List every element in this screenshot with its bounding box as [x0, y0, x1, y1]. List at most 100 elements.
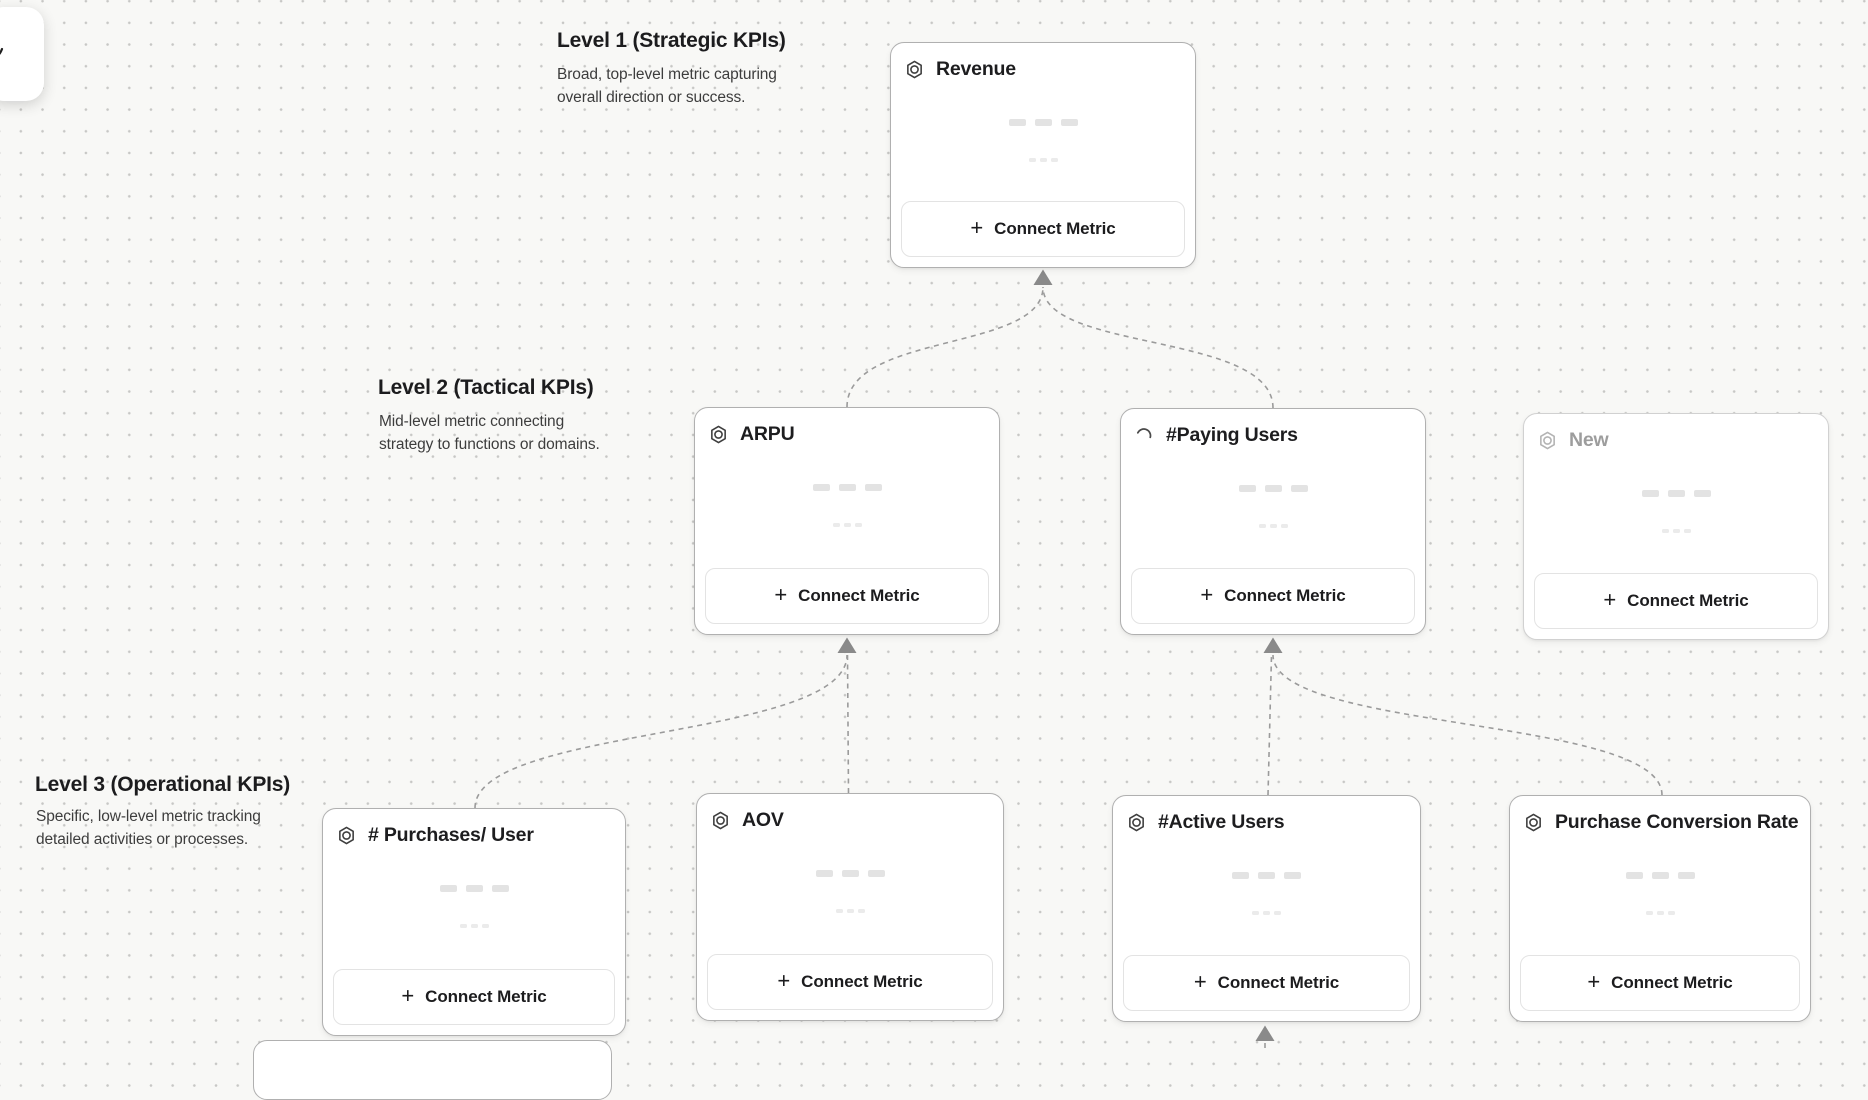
metric-card-purchases-per-user[interactable]: # Purchases/ User + Connect Metric: [322, 808, 626, 1036]
skeleton-dash: [1028, 158, 1036, 162]
plus-icon: +: [777, 968, 791, 993]
skeleton-placeholder: [1524, 490, 1828, 533]
metric-card-arpu[interactable]: ARPU + Connect Metric: [694, 407, 1000, 635]
skeleton-dash: [1667, 911, 1675, 915]
skeleton-dash: [1263, 911, 1270, 915]
skeleton-dash: [459, 924, 467, 928]
connect-metric-button[interactable]: + Connect Metric: [1131, 568, 1415, 624]
draw-tool-icon: [0, 47, 4, 55]
hexagon-target-icon: [1129, 813, 1144, 832]
skeleton-dash: [854, 523, 862, 527]
skeleton-placeholder: [323, 885, 625, 928]
card-title: ARPU: [740, 423, 795, 445]
hexagon-target-icon: [711, 425, 726, 444]
skeleton-dash: [1269, 524, 1277, 528]
connect-metric-label: Connect Metric: [798, 586, 920, 605]
skeleton-pill: [465, 885, 483, 892]
connector-arpu-to-revenue: [846, 286, 1044, 408]
connect-metric-label: Connect Metric: [1224, 586, 1346, 605]
connect-metric-button[interactable]: + Connect Metric: [1534, 573, 1818, 629]
metric-card-aov[interactable]: AOV + Connect Metric: [696, 793, 1004, 1021]
skeleton-pill: [1667, 490, 1685, 497]
skeleton-dash: [1039, 158, 1047, 162]
skeleton-pill: [1625, 872, 1643, 879]
skeleton-pill: [1677, 872, 1695, 879]
hexagon-target-icon: [1540, 431, 1555, 450]
skeleton-dash: [857, 909, 865, 913]
floating-toolbar-button[interactable]: [0, 7, 44, 101]
card-title: #Paying Users: [1166, 424, 1298, 446]
connect-metric-button[interactable]: + Connect Metric: [1123, 955, 1410, 1011]
arrowhead-into-payingusers: [1263, 637, 1283, 653]
skeleton-dash: [832, 523, 840, 527]
card-header: #Paying Users: [1134, 424, 1298, 447]
connect-metric-label: Connect Metric: [425, 987, 547, 1006]
skeleton-dash: [1672, 529, 1680, 533]
level1-title: Level 1 (Strategic KPIs): [557, 29, 786, 52]
card-header: Revenue: [904, 58, 1016, 81]
arrowhead-into-activeusers: [1255, 1025, 1275, 1041]
skeleton-pill: [1258, 872, 1275, 879]
plus-icon: +: [970, 215, 984, 240]
skeleton-pill: [838, 484, 856, 491]
connector-payingusers-to-revenue: [1042, 286, 1274, 409]
metric-card-partial-offscreen[interactable]: [253, 1040, 612, 1100]
connect-metric-button[interactable]: + Connect Metric: [901, 201, 1185, 257]
skeleton-pill: [841, 870, 859, 877]
level3-title: Level 3 (Operational KPIs): [35, 773, 291, 796]
skeleton-dash: [1050, 158, 1058, 162]
hexagon-target-icon: [1526, 813, 1541, 832]
skeleton-dash: [846, 909, 854, 913]
metric-card-new[interactable]: New + Connect Metric: [1523, 413, 1829, 640]
skeleton-pill: [1284, 872, 1301, 879]
metric-card-paying-users[interactable]: #Paying Users + Connect Metric: [1120, 408, 1426, 635]
connect-metric-button[interactable]: + Connect Metric: [705, 568, 989, 624]
connector-purchases-to-arpu: [474, 654, 848, 809]
metric-card-active-users[interactable]: #Active Users + Connect Metric: [1112, 795, 1421, 1022]
skeleton-dash: [1258, 524, 1266, 528]
skeleton-dash: [1661, 529, 1669, 533]
skeleton-pill: [864, 484, 882, 491]
skeleton-placeholder: [1510, 872, 1810, 915]
arrowhead-into-revenue: [1033, 269, 1053, 285]
hexagon-target-icon: [339, 826, 354, 845]
card-title: Purchase Conversion Rate: [1555, 811, 1799, 833]
skeleton-pill: [1008, 119, 1026, 126]
card-title: AOV: [742, 809, 784, 831]
skeleton-dash: [1280, 524, 1288, 528]
card-header: New: [1537, 429, 1609, 452]
skeleton-pill: [1232, 872, 1249, 879]
metric-card-revenue[interactable]: Revenue + Connect Metric: [890, 42, 1196, 268]
skeleton-pill: [867, 870, 885, 877]
skeleton-pill: [812, 484, 830, 491]
skeleton-dash: [1645, 911, 1653, 915]
connect-metric-button[interactable]: + Connect Metric: [333, 969, 615, 1025]
metric-card-purchase-conversion-rate[interactable]: Purchase Conversion Rate + Connect Metri…: [1509, 795, 1811, 1022]
skeleton-dash: [1656, 911, 1664, 915]
connector-pcr-to-payingusers: [1272, 654, 1663, 796]
connector-activeusers-to-payingusers: [1267, 654, 1273, 796]
skeleton-pill: [491, 885, 509, 892]
connect-metric-label: Connect Metric: [1627, 591, 1749, 610]
skeleton-pill: [1641, 490, 1659, 497]
plus-icon: +: [1603, 587, 1617, 612]
connect-metric-button[interactable]: + Connect Metric: [1520, 955, 1800, 1011]
level2-title: Level 2 (Tactical KPIs): [378, 376, 594, 399]
card-header: AOV: [710, 809, 784, 832]
skeleton-dash: [1683, 529, 1691, 533]
skeleton-pill: [439, 885, 457, 892]
skeleton-placeholder: [1121, 485, 1425, 528]
hexagon-target-icon: [713, 811, 728, 830]
skeleton-pill: [1060, 119, 1078, 126]
skeleton-dash: [1252, 911, 1259, 915]
skeleton-placeholder: [697, 870, 1003, 913]
connect-metric-button[interactable]: + Connect Metric: [707, 954, 993, 1010]
skeleton-placeholder: [695, 484, 999, 527]
skeleton-pill: [1651, 872, 1669, 879]
skeleton-pill: [1264, 485, 1282, 492]
connect-metric-label: Connect Metric: [1217, 973, 1340, 992]
skeleton-pill: [1290, 485, 1308, 492]
arrowhead-into-arpu: [837, 637, 857, 653]
card-header: Purchase Conversion Rate: [1523, 811, 1799, 834]
skeleton-pill: [1238, 485, 1256, 492]
